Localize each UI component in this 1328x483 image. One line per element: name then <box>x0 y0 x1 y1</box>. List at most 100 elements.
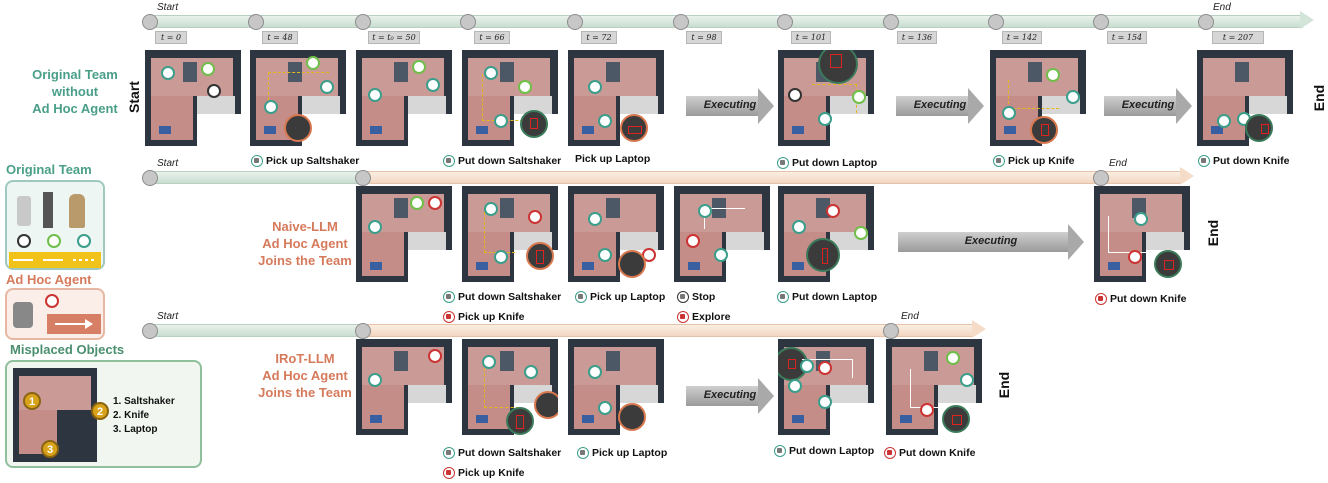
legend-misplaced-title: Misplaced Objects <box>10 342 125 357</box>
timeline-arrow-1 <box>148 15 1303 28</box>
executing-arrow: Executing <box>898 224 1084 260</box>
robot-icon <box>443 447 455 459</box>
robot-icon <box>777 291 789 303</box>
executing-arrow: Executing <box>686 88 774 124</box>
time-tick: t = 66 <box>474 31 510 44</box>
robot-figure <box>17 196 31 226</box>
robot-icon <box>443 155 455 167</box>
robot-icon <box>774 445 786 457</box>
robot-icon <box>1198 155 1210 167</box>
object-list-item: 3. Laptop <box>113 424 158 435</box>
room-snapshot <box>778 50 874 146</box>
timeline-dot <box>142 170 158 186</box>
robot-icon <box>993 155 1005 167</box>
timeline-end-label: End <box>1109 158 1127 169</box>
time-tick: t = 98 <box>686 31 722 44</box>
timeline-arrow-2b <box>363 171 1181 184</box>
action-label: Put down Laptop <box>777 156 877 170</box>
action-label: Put down Laptop <box>774 444 874 458</box>
room-snapshot <box>1197 50 1293 146</box>
action-label: Pick up Laptop <box>575 290 665 304</box>
room-snapshot <box>356 186 452 282</box>
path-legend <box>9 252 101 268</box>
object-list-item: 1. Saltshaker <box>113 396 175 407</box>
time-tick: t = 48 <box>262 31 298 44</box>
timeline-dot <box>777 14 793 30</box>
robot-icon <box>443 291 455 303</box>
timeline-dot <box>1093 14 1109 30</box>
robot-icon-red <box>45 294 59 308</box>
timeline-dot <box>988 14 1004 30</box>
timeline-dot <box>355 14 371 30</box>
timeline-dot <box>460 14 476 30</box>
room-snapshot <box>568 339 664 435</box>
timeline-arrow-3a <box>148 324 363 337</box>
object-badge-2: 2 <box>91 402 109 420</box>
robot-icon <box>1095 293 1107 305</box>
legend-ad-hoc-title: Ad Hoc Agent <box>6 272 92 287</box>
executing-arrow: Executing <box>896 88 984 124</box>
room-snapshot <box>990 50 1086 146</box>
robot-icon <box>777 157 789 169</box>
action-label: Stop <box>677 290 715 304</box>
room-snapshot <box>250 50 346 146</box>
robot-icon <box>443 467 455 479</box>
room-snapshot <box>778 186 874 282</box>
robot-icon <box>884 447 896 459</box>
timeline-start-label: Start <box>157 158 179 169</box>
executing-arrow: Executing <box>1104 88 1192 124</box>
object-list-item: 2. Knife <box>113 410 150 421</box>
timeline-dot <box>567 14 583 30</box>
row2-label: Naive-LLM Ad Hoc Agent Joins the Team <box>258 219 352 268</box>
action-label: Put down Laptop <box>777 290 877 304</box>
action-label: Put down Knife <box>1198 154 1289 168</box>
timeline-arrow-head-1 <box>1300 11 1314 29</box>
legend-misplaced-panel: 1 2 3 1. Saltshaker 2. Knife 3. Laptop <box>5 360 202 468</box>
time-tick: t = 136 <box>897 31 937 44</box>
robot-icon <box>251 155 263 167</box>
action-label: Put down Saltshaker <box>443 154 561 168</box>
path-legend <box>47 314 101 334</box>
executing-arrow: Executing <box>686 378 774 414</box>
timeline-dot <box>883 323 899 339</box>
time-tick: t = 0 <box>155 31 187 44</box>
row2-end-vertical: End <box>1205 219 1222 247</box>
action-label: Put down Saltshaker <box>443 290 561 304</box>
timeline-arrow-2a <box>148 171 363 184</box>
robot-figure <box>43 192 53 228</box>
room-snapshot <box>462 186 558 282</box>
room-snapshot <box>462 50 558 146</box>
action-label: Pick up Knife <box>993 154 1075 168</box>
action-label: Put down Knife <box>884 446 975 460</box>
action-label: Put down Saltshaker <box>443 446 561 460</box>
object-badge-3: 3 <box>41 440 59 458</box>
timeline-arrow-head-2 <box>1180 167 1194 185</box>
row3-end-vertical: End <box>996 371 1013 399</box>
time-tick: t = 72 <box>581 31 617 44</box>
timeline-arrow-head-3 <box>972 320 986 338</box>
room-snapshot <box>145 50 241 146</box>
room-snapshot <box>462 339 558 435</box>
time-tick: t = 101 <box>791 31 831 44</box>
robot-icon <box>575 291 587 303</box>
robot-icon <box>443 311 455 323</box>
action-label: Explore <box>677 310 731 324</box>
timeline-start-label: Start <box>157 311 179 322</box>
timeline-dot <box>355 170 371 186</box>
action-label: Pick up Knife <box>443 310 525 324</box>
room-snapshot <box>674 186 770 282</box>
room-snapshot <box>568 186 664 282</box>
action-label: Pick up Knife <box>443 466 525 480</box>
row1-end-vertical: End <box>1311 84 1328 112</box>
timeline-dot <box>355 323 371 339</box>
action-label: Put down Knife <box>1095 292 1186 306</box>
room-snapshot <box>356 50 452 146</box>
room-snapshot <box>356 339 452 435</box>
robot-icon <box>677 311 689 323</box>
timeline-end-label: End <box>1213 2 1231 13</box>
timeline-dot <box>142 323 158 339</box>
legend-ad-hoc-panel <box>5 288 105 340</box>
action-label: Pick up Laptop <box>575 153 651 165</box>
robot-icon-lime <box>47 234 61 248</box>
room-snapshot <box>568 50 664 146</box>
